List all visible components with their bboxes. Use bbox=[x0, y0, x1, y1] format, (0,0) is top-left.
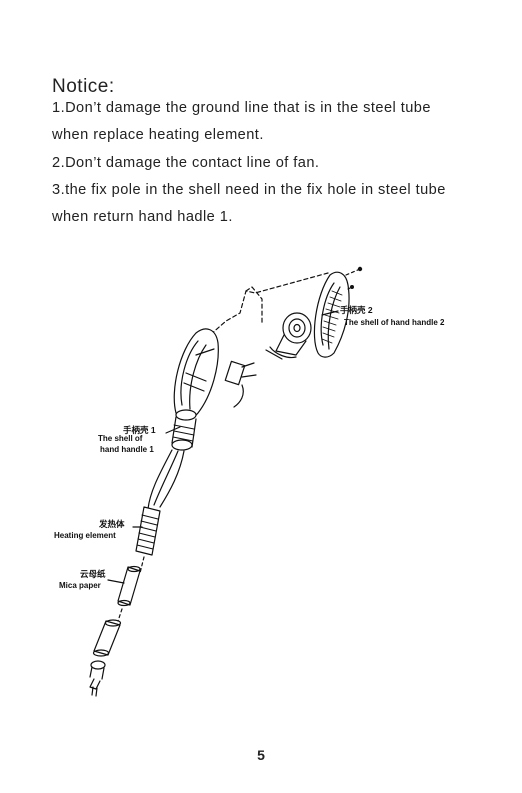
notice-line-4: 3.the fix pole in the shell need in the … bbox=[52, 182, 446, 198]
heating-element bbox=[135, 506, 161, 574]
fan bbox=[265, 312, 312, 360]
handle-shell-1 bbox=[173, 328, 219, 420]
wires bbox=[147, 449, 185, 510]
notice-title: Notice: bbox=[52, 76, 115, 97]
nozzle bbox=[89, 660, 106, 697]
shell1-label-en-2: hand handle 1 bbox=[100, 445, 154, 454]
heating-element-label-en: Heating element bbox=[54, 531, 116, 540]
steel-tube bbox=[92, 619, 122, 657]
heating-element-label-cn: 发热体 bbox=[98, 519, 125, 529]
shell1-label-en-1: The shell of bbox=[98, 434, 143, 443]
notice-line-3: 2.Don’t damage the contact line of fan. bbox=[52, 155, 320, 171]
shell2-label-en: The shell of hand handle 2 bbox=[344, 318, 445, 327]
mica-paper-label-cn: 云母纸 bbox=[80, 569, 106, 579]
handle-shell-2 bbox=[313, 266, 363, 358]
shell2-label-cn: 手柄壳 2 bbox=[340, 305, 373, 315]
page-number: 5 bbox=[257, 747, 265, 763]
notice-line-2: when replace heating element. bbox=[52, 127, 264, 143]
notice-line-5: when return hand hadle 1. bbox=[52, 209, 233, 225]
shell1-label-cn: 手柄壳 1 bbox=[123, 425, 156, 435]
mica-paper-label-en: Mica paper bbox=[59, 581, 101, 590]
mica-paper bbox=[117, 565, 141, 622]
switch-part bbox=[224, 360, 257, 408]
exploded-assembly-diagram: 手柄壳 2 The shell of hand handle 2 手柄壳 1 T… bbox=[54, 266, 445, 697]
notice-line-1: 1.Don’t damage the ground line that is i… bbox=[52, 100, 431, 116]
tube-connector bbox=[171, 409, 197, 451]
